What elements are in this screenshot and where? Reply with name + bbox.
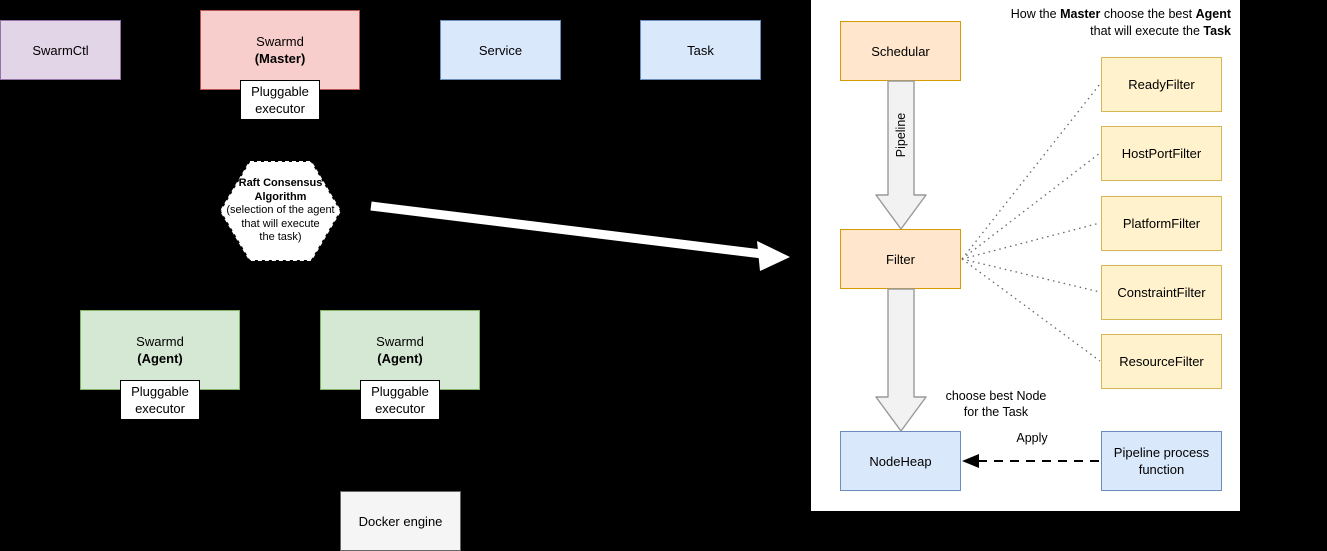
node-agent-2-pluggable-executor[interactable]: Pluggable executor [360,380,440,420]
panel-title-agent: Agent [1195,7,1231,21]
node-swarmd-agent-1[interactable]: Swarmd (Agent) [80,310,240,390]
node-agent-1-pluggable-executor[interactable]: Pluggable executor [120,380,200,420]
scheduler-detail-panel: How the Master choose the best Agent tha… [811,0,1240,511]
raft-to-scheduler-arrow [370,201,790,271]
pipeline-process-line1: Pipeline process [1113,445,1210,460]
choose-best-node-label: choose best Node for the Task [921,388,1071,420]
hexagon-body-line2: that will execute [241,217,320,230]
choose-best-node-line1: choose best Node [945,389,1047,403]
node-master-pluggable-executor[interactable]: Pluggable executor [240,80,320,120]
agent-2-executor-line1: Pluggable [371,384,429,399]
node-platform-filter-label: PlatformFilter [1122,216,1201,231]
agent-1-executor-line1: Pluggable [131,384,189,399]
pipeline-process-line2: function [1138,462,1185,477]
hexagon-body-line1: (selection of the agent [226,204,335,217]
node-ready-filter-label: ReadyFilter [1128,77,1195,92]
node-task-label: Task [687,42,714,58]
node-swarmd-agent-1-role: (Agent) [137,351,183,366]
pipeline-edge-label: Pipeline [894,112,908,158]
node-schedular[interactable]: Schedular [840,21,961,81]
pipeline-block-arrow [875,80,927,230]
panel-title-mid: choose the best [1100,7,1196,21]
choose-best-node-line2: for the Task [963,405,1029,419]
node-platform-filter[interactable]: PlatformFilter [1101,196,1222,251]
node-hostport-filter-label: HostPortFilter [1121,146,1202,161]
panel-connectors [875,80,1101,468]
agent-1-executor-line2: executor [135,401,185,416]
hexagon-title-line2: Algorithm [254,190,307,203]
node-swarmd-master-label: Swarmd [256,34,304,49]
node-pipeline-process-function[interactable]: Pipeline process function [1101,431,1222,491]
node-swarmd-agent-2-role: (Agent) [377,351,423,366]
panel-title-master: Master [1060,7,1101,21]
choose-node-block-arrow [875,288,927,432]
node-swarmd-agent-2-label: Swarmd [376,334,424,349]
hexagon-title-line1: Raft Consensus [238,177,323,190]
node-docker-engine[interactable]: Docker engine [340,491,461,551]
hexagon-body-line3: the task) [259,231,302,244]
node-swarmd-master[interactable]: Swarmd (Master) [200,10,360,90]
node-swarmd-agent-1-label: Swarmd [136,334,184,349]
node-constraint-filter[interactable]: ConstraintFilter [1101,265,1222,320]
node-task[interactable]: Task [640,20,761,80]
node-nodeheap-label: NodeHeap [869,453,932,469]
node-schedular-label: Schedular [871,43,930,59]
node-swarmctl-label: SwarmCtl [32,42,89,58]
agent-2-executor-line2: executor [375,401,425,416]
node-service-label: Service [478,42,523,58]
node-constraint-filter-label: ConstraintFilter [1117,285,1206,300]
node-hostport-filter[interactable]: HostPortFilter [1101,126,1222,181]
panel-title-task: Task [1203,24,1231,38]
node-swarmctl[interactable]: SwarmCtl [0,20,121,80]
panel-title-line2-prefix: that will execute the [1090,24,1204,38]
filter-fan-lines [961,83,1101,362]
node-filter-label: Filter [886,251,915,267]
node-ready-filter[interactable]: ReadyFilter [1101,57,1222,112]
node-resource-filter-label: ResourceFilter [1119,354,1204,369]
hexagon-shape [220,161,341,261]
node-swarmd-agent-2[interactable]: Swarmd (Agent) [320,310,480,390]
node-raft-consensus-hexagon[interactable]: Raft Consensus Algorithm (selection of t… [220,161,341,261]
apply-dashed-arrow [962,454,1099,468]
node-nodeheap[interactable]: NodeHeap [840,431,961,491]
panel-title-prefix: How the [1010,7,1061,21]
panel-title: How the Master choose the best Agent tha… [951,6,1231,40]
node-service[interactable]: Service [440,20,561,80]
hexagon-text: Raft Consensus Algorithm (selection of t… [220,161,341,261]
node-resource-filter[interactable]: ResourceFilter [1101,334,1222,389]
master-executor-line1: Pluggable [251,84,309,99]
apply-edge-label: Apply [1016,431,1048,445]
master-executor-line2: executor [255,101,305,116]
node-docker-engine-label: Docker engine [358,513,443,529]
node-swarmd-master-role: (Master) [254,51,306,66]
